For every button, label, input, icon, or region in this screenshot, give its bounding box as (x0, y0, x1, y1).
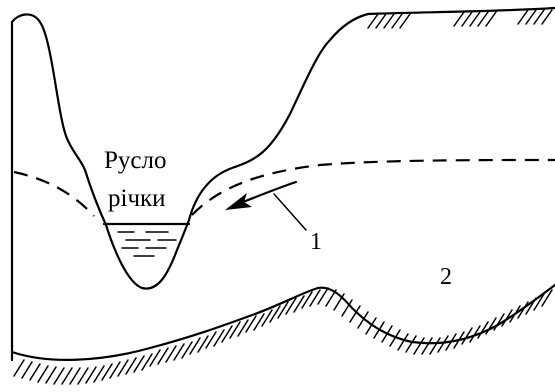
label-1: 1 (310, 229, 322, 255)
ground-surface-profile (12, 8, 555, 289)
riverbed-label-line2: річки (108, 185, 166, 212)
water-dashes (118, 232, 176, 256)
riverbed-label-line1: Русло (104, 147, 166, 174)
groundwater-table-left (14, 172, 94, 216)
arrowhead (225, 193, 252, 210)
leader-line-1 (274, 194, 306, 230)
label-2: 2 (440, 264, 452, 290)
aquiclude-surface (12, 285, 555, 360)
